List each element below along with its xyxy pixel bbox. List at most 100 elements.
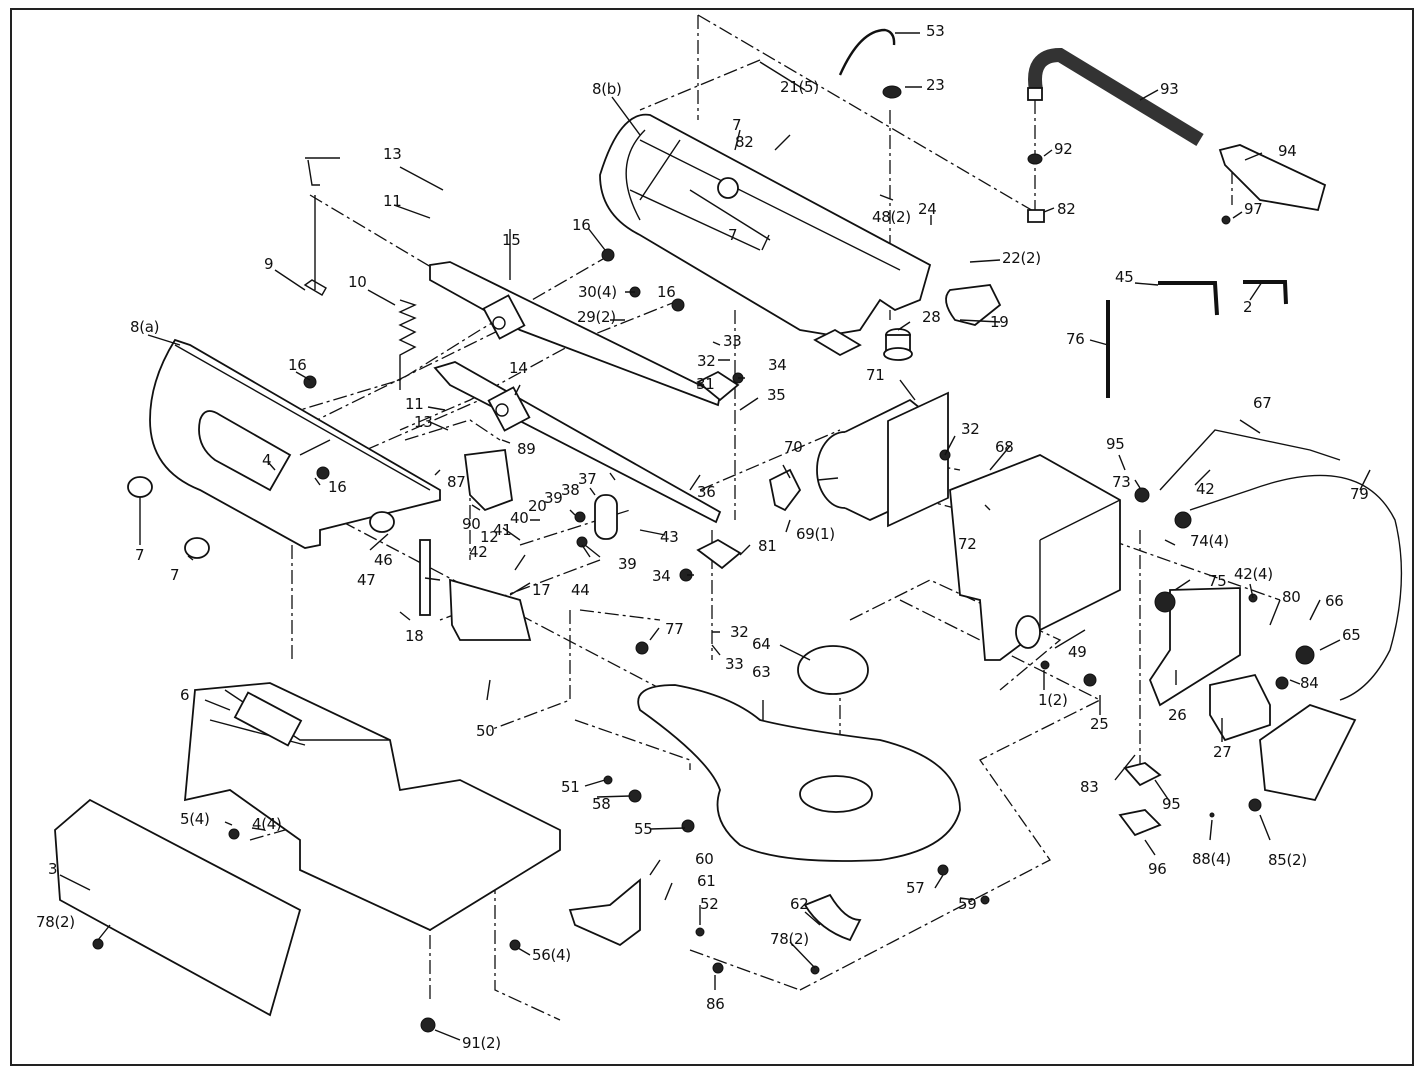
label-part-42-c: 42(4) (1234, 565, 1273, 583)
switch-27-drawing (1209, 673, 1271, 742)
insert-64-drawing (797, 645, 869, 695)
label-part-27: 27 (1213, 743, 1232, 761)
label-part-23: 23 (926, 76, 945, 94)
label-part-26: 26 (1168, 706, 1187, 724)
label-part-42-b: 42 (469, 543, 488, 561)
label-part-34-a: 34 (768, 356, 787, 374)
post-47-drawing (419, 539, 431, 616)
label-part-46: 46 (374, 551, 393, 569)
label-part-79: 79 (1350, 485, 1369, 503)
bracket-60-drawing (568, 878, 641, 947)
label-part-39-a: 39 (544, 489, 563, 507)
label-part-39-b: 39 (618, 555, 637, 573)
label-part-29: 29(2) (577, 308, 616, 326)
label-part-77: 77 (665, 620, 684, 638)
label-part-91: 91(2) (462, 1034, 501, 1052)
label-part-15: 15 (502, 231, 521, 249)
label-part-62: 62 (790, 895, 809, 913)
label-part-37: 37 (578, 470, 597, 488)
label-part-73: 73 (1112, 473, 1131, 491)
label-part-90: 90 (462, 515, 481, 533)
label-part-8b: 8(b) (592, 80, 622, 98)
label-part-92: 92 (1054, 140, 1073, 158)
label-part-24: 24 (918, 200, 937, 218)
plate-26-drawing (1148, 587, 1241, 707)
label-part-21: 21(5) (780, 78, 819, 96)
label-part-52: 52 (700, 895, 719, 913)
label-part-83: 83 (1080, 778, 1099, 796)
label-part-16-d: 16 (328, 478, 347, 496)
cam-70-drawing (768, 468, 802, 512)
spring-10-drawing (398, 299, 417, 390)
label-part-58: 58 (592, 795, 611, 813)
label-part-16-b: 16 (657, 283, 676, 301)
blade-clamp-9-drawing (303, 157, 340, 296)
label-part-56: 56(4) (532, 946, 571, 964)
label-part-43: 43 (660, 528, 679, 546)
label-part-61: 61 (697, 872, 716, 890)
label-part-45: 45 (1115, 268, 1134, 286)
label-part-71: 71 (866, 366, 885, 384)
label-part-84: 84 (1300, 674, 1319, 692)
label-part-74: 74(4) (1190, 532, 1229, 550)
label-part-82-a: 82 (735, 133, 754, 151)
link-38-drawing (594, 494, 618, 540)
label-part-70: 70 (784, 438, 803, 456)
label-part-72: 72 (958, 535, 977, 553)
label-part-59: 59 (958, 895, 977, 913)
label-part-86: 86 (706, 995, 725, 1013)
label-part-93: 93 (1160, 80, 1179, 98)
label-part-8a: 8(a) (130, 318, 160, 336)
label-part-13-a: 13 (383, 145, 402, 163)
label-part-7-a: 7 (732, 116, 742, 134)
label-part-53: 53 (926, 22, 945, 40)
trunnion-62-drawing (803, 893, 862, 942)
label-part-34-b: 34 (652, 567, 671, 585)
label-part-11-a: 11 (383, 192, 402, 210)
label-part-10: 10 (348, 273, 367, 291)
hose-93-drawing (1028, 47, 1204, 146)
label-part-2: 2 (1243, 298, 1253, 316)
label-part-96: 96 (1148, 860, 1167, 878)
label-part-7-b: 7 (728, 226, 738, 244)
base-6-drawing (183, 682, 561, 932)
small-hardware (92, 248, 1315, 1033)
label-part-97: 97 (1244, 200, 1263, 218)
cable-79-drawing (1189, 474, 1403, 701)
label-part-4-a: 4 (262, 451, 272, 469)
label-part-25: 25 (1090, 715, 1109, 733)
label-part-16-a: 16 (572, 216, 591, 234)
cord-67-drawing (1159, 429, 1341, 491)
label-part-87: 87 (447, 473, 466, 491)
block-31-drawing (696, 370, 740, 402)
label-part-17: 17 (532, 581, 551, 599)
label-part-4-b: 4(4) (252, 815, 282, 833)
label-part-81: 81 (758, 537, 777, 555)
label-part-18: 18 (405, 627, 424, 645)
label-part-38: 38 (561, 481, 580, 499)
label-part-63: 63 (752, 663, 771, 681)
label-part-9: 9 (264, 255, 274, 273)
cap-7-drawing (127, 476, 153, 498)
label-part-13-b: 13 (414, 413, 433, 431)
table-63-drawing (637, 684, 961, 862)
motor-71-drawing (816, 391, 949, 528)
housing-left-8a (149, 338, 441, 549)
label-part-82-b: 82 (1057, 200, 1076, 218)
bellows-28-drawing (883, 328, 913, 361)
label-part-94: 94 (1278, 142, 1297, 160)
label-part-66: 66 (1325, 592, 1344, 610)
label-part-60: 60 (695, 850, 714, 868)
label-part-7-d: 7 (170, 566, 180, 584)
label-part-67: 67 (1253, 394, 1272, 412)
label-part-51: 51 (561, 778, 580, 796)
bracket-17-drawing (449, 578, 532, 641)
label-part-47: 47 (357, 571, 376, 589)
cap-7b-drawing (184, 537, 210, 559)
leader-lines (59, 32, 1371, 1041)
label-part-30: 30(4) (578, 283, 617, 301)
wrench-45-drawing (1158, 281, 1219, 316)
nozzle-94-drawing (1218, 144, 1327, 212)
label-part-11-b: 11 (405, 395, 424, 413)
label-part-28: 28 (922, 308, 941, 326)
